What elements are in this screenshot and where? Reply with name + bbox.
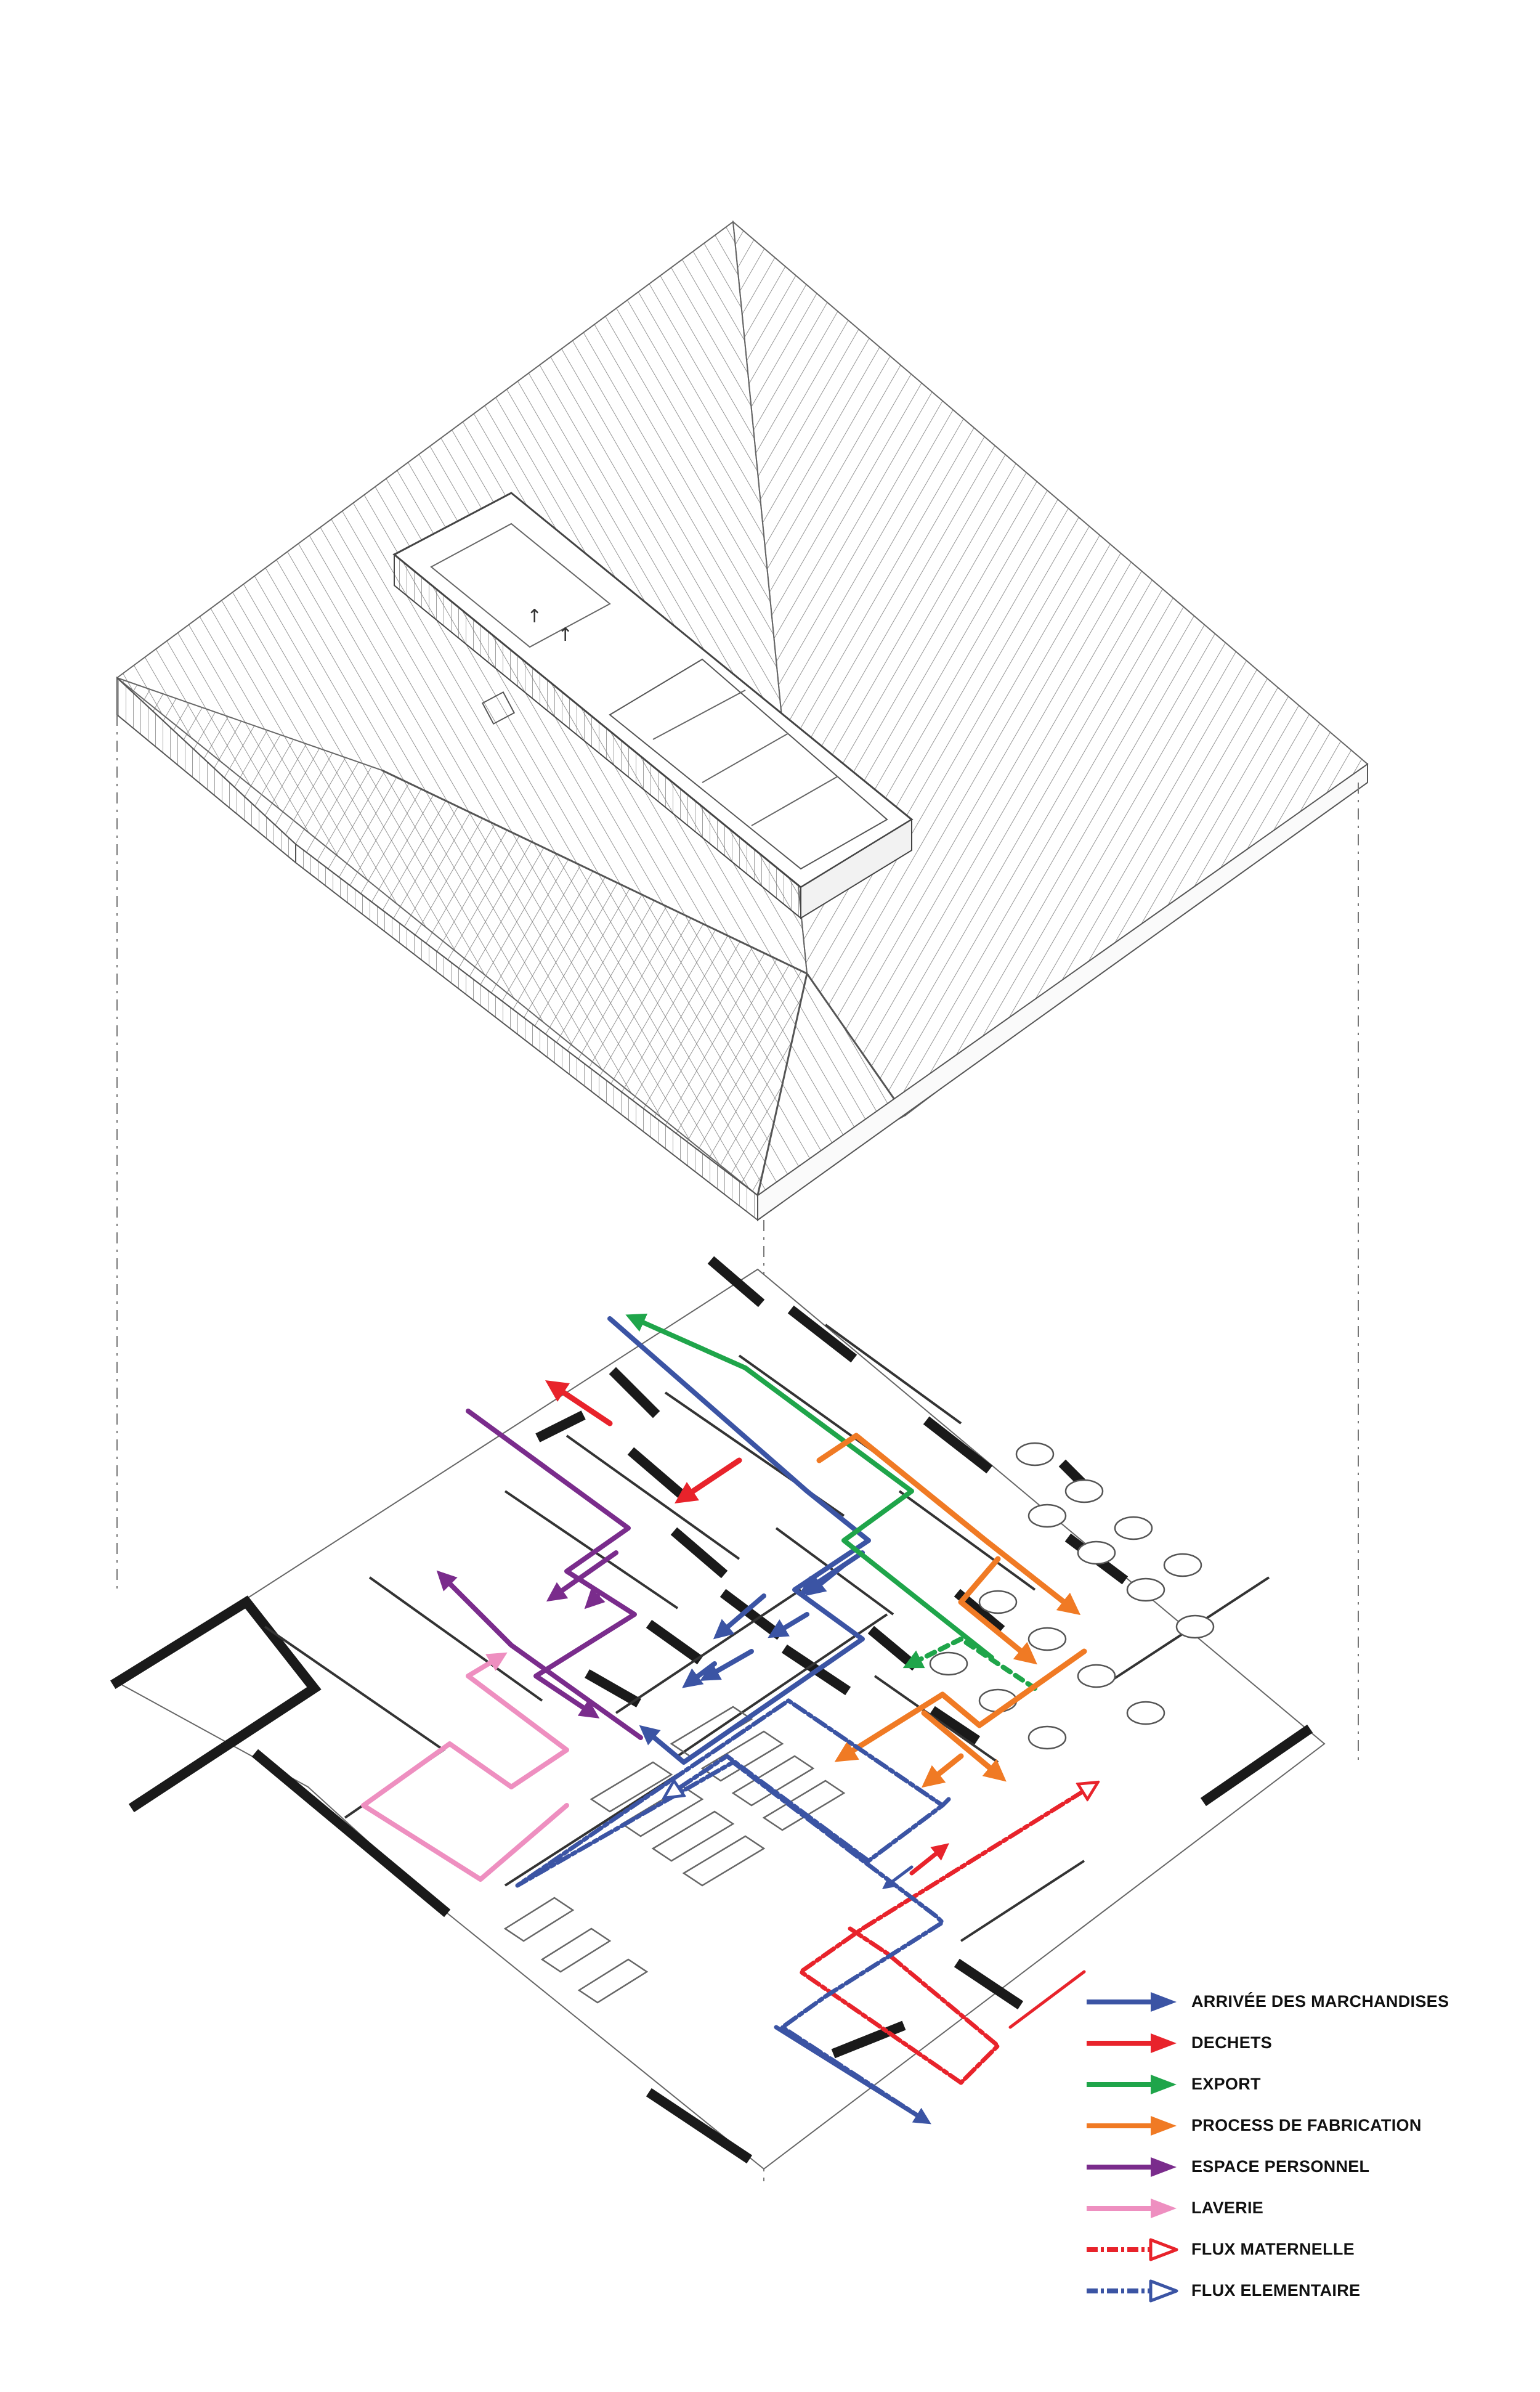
dining-tables [929,1442,1215,1750]
flow-elementaire [515,1698,945,2122]
legend-item: DECHETS [1084,2022,1515,2064]
legend-label: ESPACE PERSONNEL [1191,2157,1370,2176]
legend-item: FLUX MATERNELLE [1084,2229,1515,2270]
hollow-arrow-icon [1087,2238,1178,2261]
filled-arrow-icon [1087,2115,1177,2136]
legend-item: PROCESS DE FABRICATION [1084,2105,1515,2146]
legend-label: FLUX ELEMENTAIRE [1191,2281,1361,2300]
svg-text:↑: ↑ [527,606,542,627]
filled-arrow-icon [1087,1991,1177,2012]
filled-arrow-icon [1087,2198,1177,2218]
legend-item: ESPACE PERSONNEL [1084,2146,1515,2187]
flow-arrivee [607,1316,871,1765]
roof-plane-right [732,220,1369,1117]
legend-label: LAVERIE [1191,2199,1264,2217]
legend-label: FLUX MATERNELLE [1191,2240,1355,2258]
legend-label: DECHETS [1191,2033,1273,2052]
hollow-arrow-icon [1087,2279,1178,2302]
flow-dechets-1 [545,1380,613,1426]
flow-dechets-3 [909,1843,949,1876]
legend-item: EXPORT [1084,2064,1515,2105]
legend-label: EXPORT [1191,2075,1261,2093]
floor-plan-axonometric [110,1256,1326,2170]
roof-axonometric: ↑ ↑ [116,220,1369,2181]
flow-dechets-2 [675,1457,742,1503]
legend-label: ARRIVÉE DES MARCHANDISES [1191,1992,1449,2011]
legend-item: ARRIVÉE DES MARCHANDISES [1084,1981,1515,2022]
flow-export [625,1313,994,1660]
legend-item: LAVERIE [1084,2187,1515,2229]
legend-label: PROCESS DE FABRICATION [1191,2116,1422,2134]
flow-laverie [361,1652,569,1882]
legend: ARRIVÉE DES MARCHANDISES DECHETS EXPORT PRO… [1084,1981,1515,2311]
flow-arrows [361,1313,1090,2125]
roof-facade-right [757,763,1368,1221]
legend-item: FLUX ELEMENTAIRE [1084,2270,1515,2311]
flow-process [816,1433,1081,1616]
roof-skylight: ↑ ↑ [392,492,914,920]
rect-tables [503,1706,846,2004]
flow-maternelle [798,1787,1090,2085]
floor-outline [116,1268,1326,2170]
filled-arrow-icon [1087,2157,1177,2177]
filled-arrow-icon [1087,2074,1177,2094]
svg-text:↑: ↑ [557,624,573,646]
filled-arrow-icon [1087,2033,1177,2053]
